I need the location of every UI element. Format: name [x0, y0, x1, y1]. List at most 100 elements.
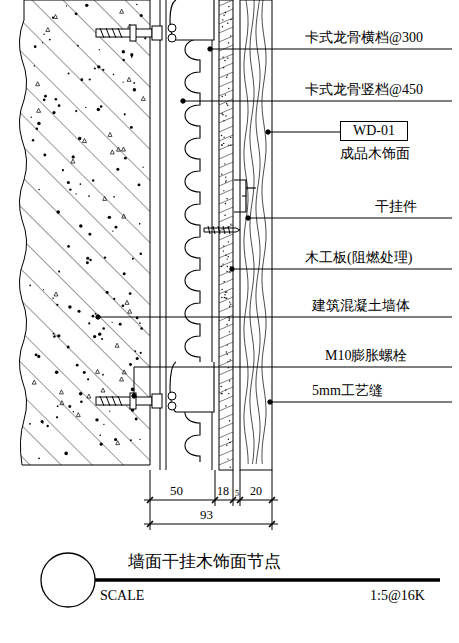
aggregate-dot	[113, 196, 115, 198]
board-dot	[225, 292, 226, 293]
aggregate-stone	[115, 343, 119, 347]
aggregate-dot	[142, 166, 143, 167]
board-hatch	[219, 297, 233, 303]
board-dot	[228, 6, 229, 7]
board-hatch	[219, 324, 233, 330]
board-dot	[229, 420, 230, 421]
concrete-aggregate	[29, 4, 146, 459]
aggregate-dot	[97, 65, 100, 68]
board-dot	[226, 351, 227, 352]
aggregate-dot	[72, 155, 75, 158]
aggregate-dot	[124, 157, 127, 160]
aggregate-dot	[37, 355, 40, 358]
aggregate-dot	[92, 179, 94, 181]
aggregate-dot	[115, 226, 118, 229]
board-dot	[221, 144, 222, 145]
aggregate-dot	[43, 289, 44, 290]
board-dot	[222, 26, 223, 27]
aggregate-dot	[83, 371, 86, 374]
board-dot	[221, 135, 222, 136]
aggregate-dot	[29, 284, 31, 286]
board-dot	[226, 298, 227, 299]
board-dot	[222, 56, 223, 57]
board-hatch	[219, 351, 233, 357]
board-dot	[228, 42, 229, 43]
aggregate-dot	[140, 327, 143, 330]
aggregate-stone	[116, 147, 120, 151]
grain-line	[262, 0, 266, 464]
aggregate-stone	[32, 380, 36, 384]
aggregate-stone	[121, 147, 125, 151]
aggregate-stone	[122, 214, 126, 218]
board-dot	[228, 256, 229, 257]
board-dot	[230, 304, 231, 305]
aggregate-stone	[116, 441, 120, 445]
board-dot	[225, 176, 226, 177]
board-dot	[229, 380, 230, 381]
board-dot	[228, 88, 229, 89]
aggregate-dot	[100, 105, 103, 108]
aggregate-dot	[38, 457, 40, 459]
aggregate-dot	[116, 168, 119, 171]
aggregate-dot	[68, 405, 71, 408]
aggregate-dot	[89, 259, 91, 261]
aggregate-dot	[68, 73, 70, 75]
board-dot	[223, 281, 224, 282]
board-hatch	[219, 45, 233, 51]
aggregate-stone	[122, 370, 126, 374]
dimension-text: 93	[200, 507, 213, 523]
aggregate-dot	[122, 59, 124, 61]
board-dot	[223, 136, 224, 137]
board-hatch	[219, 450, 233, 456]
aggregate-dot	[85, 107, 86, 108]
aggregate-dot	[129, 292, 132, 295]
board-dot	[230, 137, 231, 138]
aggregate-dot	[102, 374, 104, 376]
aggregate-dot	[139, 223, 141, 225]
board-dot	[221, 145, 222, 146]
aggregate-dot	[119, 323, 122, 326]
board-hatch	[219, 360, 233, 366]
board-dot	[224, 163, 225, 164]
aggregate-dot	[43, 34, 44, 35]
aggregate-dot	[88, 322, 90, 324]
board-hatch	[219, 63, 233, 69]
aggregate-dot	[106, 291, 109, 294]
scale-text: SCALE	[100, 588, 144, 605]
aggregate-dot	[69, 188, 71, 190]
aggregate-dot	[108, 216, 111, 219]
board-dot	[228, 241, 229, 242]
aggregate-dot	[101, 338, 103, 340]
board-hatch	[219, 405, 233, 411]
aggregate-stone	[76, 413, 80, 417]
aggregate-dot	[55, 371, 59, 375]
aggregate-dot	[49, 39, 51, 41]
board-dot	[221, 289, 222, 290]
aggregate-dot	[75, 12, 78, 15]
callout-text: 卡式龙骨竖档@450	[305, 82, 423, 99]
aggregate-stone	[120, 377, 124, 381]
board-hatch	[219, 261, 233, 267]
material-code: WD-01	[340, 121, 408, 141]
aggregate-stone	[87, 394, 91, 398]
board-hatch	[219, 54, 233, 60]
aggregate-dot	[80, 400, 83, 403]
expansion-bolt	[96, 24, 176, 410]
aggregate-dot	[76, 364, 79, 367]
aggregate-dot	[136, 4, 138, 6]
board-hatch	[219, 162, 233, 168]
screw	[204, 226, 240, 234]
aggregate-dot	[66, 5, 67, 6]
aggregate-dot	[132, 258, 134, 260]
board-hatch	[219, 342, 233, 348]
aggregate-dot	[58, 271, 60, 273]
aggregate-stone	[71, 159, 75, 163]
grain-line	[244, 0, 248, 464]
aggregate-dot	[122, 50, 125, 53]
board-dot	[229, 359, 230, 360]
aggregate-dot	[109, 411, 110, 412]
board-hatch	[219, 126, 233, 132]
aggregate-dot	[133, 88, 137, 92]
wood-grain	[244, 0, 266, 464]
aggregate-dot	[35, 353, 38, 356]
